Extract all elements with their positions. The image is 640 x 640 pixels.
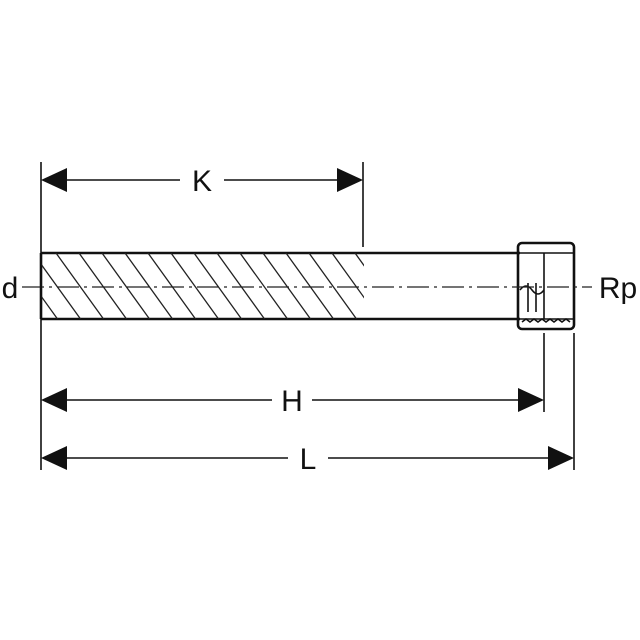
hatch-line <box>78 253 128 319</box>
label-rp: Rp <box>599 272 637 305</box>
hatch-line <box>124 253 174 319</box>
hatch-line <box>41 294 59 319</box>
label-k: K <box>192 165 212 198</box>
label-l: L <box>300 443 317 476</box>
hatch-line <box>41 262 82 319</box>
arrowhead-left-icon <box>41 388 67 412</box>
hatch-line <box>262 253 312 319</box>
dimension-h: H <box>41 385 544 418</box>
label-d: d <box>2 272 19 305</box>
hatch-line <box>170 253 220 319</box>
hatch-line <box>331 253 364 299</box>
arrowhead-left-icon <box>41 446 67 470</box>
hatch-line <box>193 253 243 319</box>
hatch-line <box>216 253 266 319</box>
label-h: H <box>281 385 303 418</box>
hatch-line <box>378 253 426 319</box>
dimension-k: K <box>41 165 363 198</box>
arrowhead-right-icon <box>518 388 544 412</box>
hatch-line <box>308 253 358 319</box>
hatch-line <box>239 253 289 319</box>
hatch-line <box>354 253 364 267</box>
hatch-line <box>285 253 335 319</box>
pipe-hatching <box>41 253 449 319</box>
hatch-line <box>401 253 449 319</box>
threaded-socket <box>516 241 576 331</box>
hatch-line <box>101 253 151 319</box>
arrowhead-left-icon <box>41 168 67 192</box>
dimension-l: L <box>41 443 574 476</box>
hatch-line <box>55 253 105 319</box>
hatch-line <box>147 253 197 319</box>
arrowhead-right-icon <box>337 168 363 192</box>
extension-lines <box>40 162 575 470</box>
arrowhead-right-icon <box>548 446 574 470</box>
